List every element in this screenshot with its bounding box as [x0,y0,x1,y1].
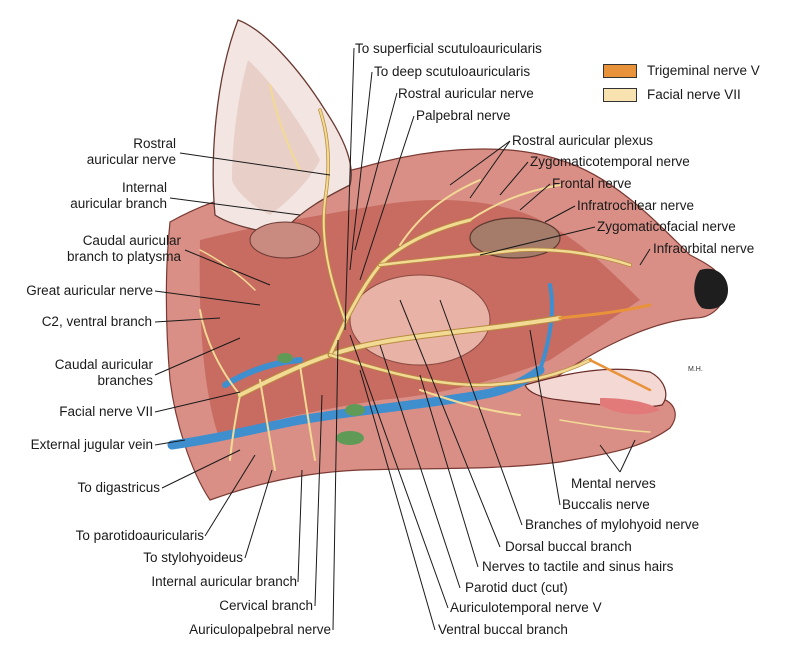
label-rostral-auricular-plexus: Rostral auricular plexus [512,133,654,148]
legend-trigeminal-label: Trigeminal nerve V [647,63,760,78]
label-to-deep-scutulo: To deep scutuloauricularis [374,64,531,79]
label-to-stylohyoideus: To stylohyoideus [143,550,243,565]
label-infratrochlear: Infratrochlear nerve [577,198,695,213]
label-to-parotidoauricularis: To parotidoauricularis [75,528,204,543]
tongue [600,398,660,415]
label-rostral-auricular-left: Rostral auricular nerve [86,136,176,167]
label-external-jugular: External jugular vein [30,437,153,452]
label-parotid-duct: Parotid duct (cut) [465,580,568,595]
label-frontal: Frontal nerve [552,176,632,191]
label-mental-nerves: Mental nerves [571,476,656,491]
ear-inner [232,60,320,215]
external-jugular-vein [167,365,545,450]
maxillary-vein [222,357,303,388]
label-palpebral: Palpebral nerve [416,108,511,123]
label-tactile-sinus: Nerves to tactile and sinus hairs [482,559,674,574]
nerve-network [199,84,652,471]
label-caudal-auricular-platysma: Caudal auricular branch to platysma [66,233,181,264]
trigeminal-swatch [603,63,637,78]
angularis-vein [538,283,554,372]
label-zygomaticofacial: Zygomaticofacial nerve [597,219,736,234]
label-rostral-auricular-top: Rostral auricular nerve [398,86,534,101]
label-buccalis: Buccalis nerve [562,497,650,512]
legend-facial: Facial nerve VII [603,87,741,102]
facial-swatch [603,87,637,102]
legend-trigeminal: Trigeminal nerve V [603,63,760,78]
label-zygomaticotemporal: Zygomaticotemporal nerve [530,154,690,169]
label-auriculotemporal: Auriculotemporal nerve V [450,600,602,615]
label-great-auricular: Great auricular nerve [26,283,153,298]
leader-lines [154,47,651,631]
lymph-node-3 [277,353,293,363]
label-to-digastricus: To digastricus [77,480,160,495]
masseter [349,274,491,366]
label-internal-auricular-bottom: Internal auricular branch [151,574,297,589]
label-c2-ventral: C2, ventral branch [41,314,152,329]
label-mylohyoid: Branches of mylohyoid nerve [525,517,700,532]
lymph-node-2 [345,404,365,416]
artist-initials: M.H. [688,366,703,373]
label-cervical-branch: Cervical branch [219,598,313,613]
label-auriculopalpebral: Auriculopalpebral nerve [189,622,331,637]
ear-base [249,221,321,259]
label-ventral-buccal: Ventral buccal branch [438,622,568,637]
label-facial-nerve-vii: Facial nerve VII [59,404,153,419]
label-to-superficial-scutulo: To superficial scutuloauricularis [355,41,542,56]
legend-facial-label: Facial nerve VII [647,87,741,102]
label-infraorbital: Infraorbital nerve [653,241,755,256]
lymph-node-1 [336,431,364,445]
label-internal-auricular-left: Internal auricular branch [70,180,167,211]
label-caudal-auricular-branches: Caudal auricular branches [54,357,153,388]
mouth [524,368,667,408]
label-dorsal-buccal: Dorsal buccal branch [505,539,632,554]
nose [694,268,728,310]
